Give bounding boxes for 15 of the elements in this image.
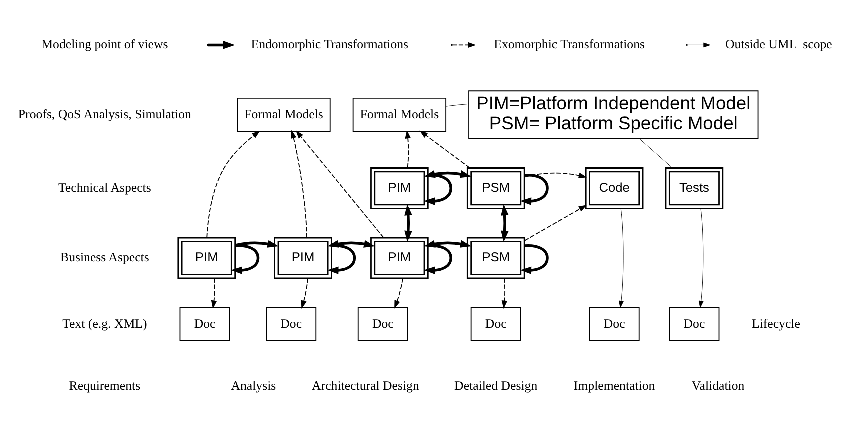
label: Technical Aspects — [58, 180, 152, 194]
label: Detailed Design — [454, 378, 538, 393]
legend-label: Endomorphic Transformations — [251, 37, 409, 52]
label: Text (e.g. XML) — [62, 316, 148, 330]
label: Lifecycle — [752, 316, 800, 330]
label: Implementation — [574, 378, 656, 393]
legend-label: Outside UML scope — [725, 37, 832, 52]
label: Business Aspects — [60, 250, 150, 264]
label: Proofs, QoS Analysis, Simulation — [18, 106, 192, 121]
label: Analysis — [231, 378, 276, 393]
label: Modeling point of views — [42, 37, 168, 52]
label: Requirements — [69, 378, 141, 393]
label: Validation — [692, 378, 745, 393]
label: Architectural Design — [312, 378, 420, 393]
legend-label: Exomorphic Transformations — [494, 37, 646, 52]
